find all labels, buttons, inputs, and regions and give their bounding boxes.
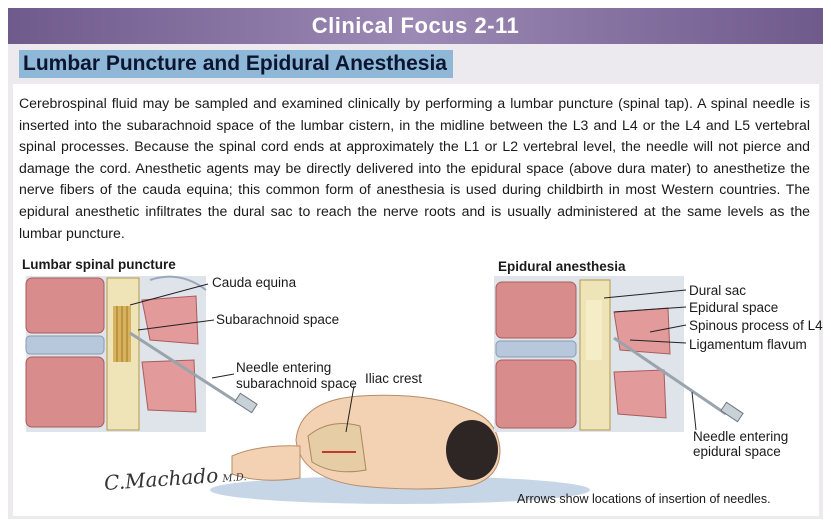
- patient-legs: [231, 445, 301, 481]
- clinical-focus-banner: Clinical Focus 2-11: [8, 8, 823, 44]
- label-needle-subarachnoid-line1: Needle entering: [236, 360, 332, 375]
- section-subtitle: Lumbar Puncture and Epidural Anesthesia: [19, 50, 453, 78]
- spinous-process-upper: [141, 295, 199, 345]
- vertebral-body-lower: [25, 356, 105, 428]
- intervertebral-disc: [25, 335, 105, 355]
- vertebral-body-lower-right: [495, 359, 577, 429]
- label-needle-epidural-line1: Needle entering: [693, 429, 789, 444]
- banner-title: Clinical Focus 2-11: [311, 13, 520, 38]
- label-cauda-equina: Cauda equina: [212, 275, 297, 290]
- body-paragraph: Cerebrospinal fluid may be sampled and e…: [19, 95, 810, 241]
- subtitle-text: Lumbar Puncture and Epidural Anesthesia: [23, 52, 447, 75]
- epidural-needle: [613, 336, 744, 423]
- label-needle-subarachnoid-line2: subarachnoid space: [236, 376, 357, 391]
- epidural-illustration: [494, 276, 744, 432]
- spinous-process-l4: [613, 307, 671, 355]
- label-spinous-process-l4: Spinous process of L4: [689, 318, 823, 333]
- spinal-needle: [129, 331, 258, 414]
- patient-head: [446, 420, 498, 480]
- intervertebral-disc-right: [495, 340, 577, 358]
- figure-caption: Arrows show locations of insertion of ne…: [517, 492, 771, 506]
- vertebral-body-upper: [25, 277, 105, 334]
- signature-suffix: M.D.: [222, 472, 247, 485]
- lumbar-puncture-heading: Lumbar spinal puncture: [22, 257, 176, 272]
- vertebral-body-upper-right: [495, 281, 577, 339]
- epidural-heading: Epidural anesthesia: [498, 259, 626, 274]
- patient-illustration: [210, 385, 590, 504]
- spinous-process-lower: [141, 359, 197, 413]
- label-subarachnoid-space: Subarachnoid space: [216, 312, 340, 327]
- lumbar-puncture-illustration: [25, 275, 258, 432]
- label-dural-sac: Dural sac: [689, 283, 747, 298]
- label-needle-epidural-line2: epidural space: [693, 444, 781, 459]
- label-iliac-crest: Iliac crest: [365, 371, 423, 386]
- label-ligamentum-flavum: Ligamentum flavum: [689, 337, 807, 352]
- label-epidural-space: Epidural space: [689, 300, 779, 315]
- pelvis-highlight: [307, 423, 367, 473]
